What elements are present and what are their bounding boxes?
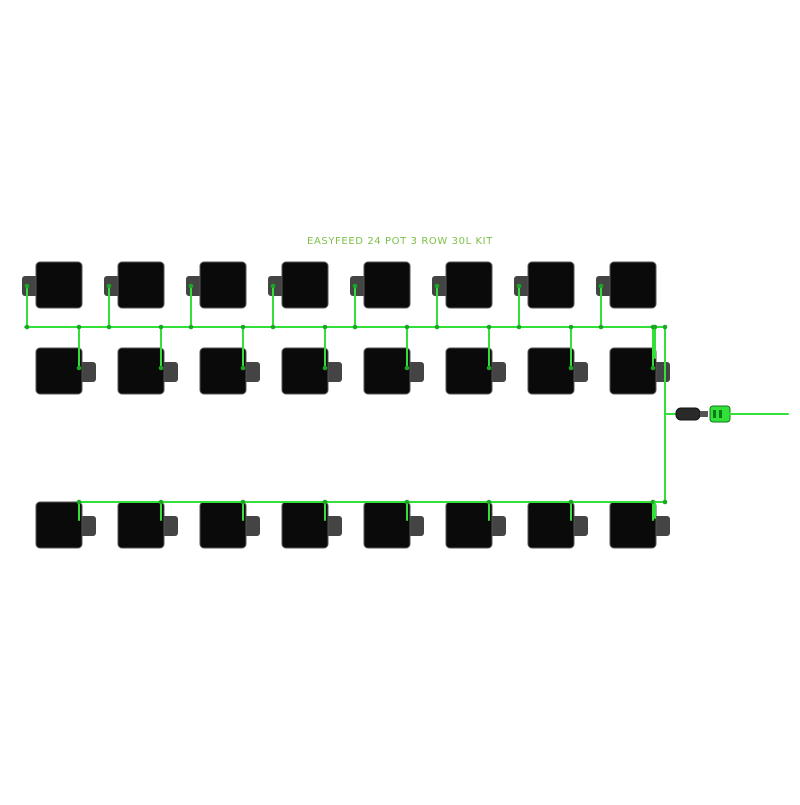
feed-valve-icon	[598, 283, 604, 289]
feed-valve-icon	[106, 283, 112, 289]
pot-body	[117, 261, 165, 309]
tap-connector-rib	[719, 410, 722, 418]
pot-icon	[445, 501, 506, 549]
pot-icon	[514, 261, 575, 309]
pot-body	[445, 501, 493, 549]
pot-body	[527, 347, 575, 395]
feed-valve-icon	[404, 499, 410, 505]
feed-valve-icon	[158, 499, 164, 505]
feed-valve-icon	[322, 499, 328, 505]
pot-icon	[35, 501, 96, 549]
pot-body	[609, 501, 657, 549]
pot-icon	[199, 501, 260, 549]
pot-body	[117, 501, 165, 549]
pot-icon	[596, 261, 657, 309]
feed-valve-icon	[76, 324, 82, 330]
pot-icon	[104, 261, 165, 309]
feed-valve-icon	[270, 283, 276, 289]
feed-valve-icon	[322, 365, 328, 371]
pot-body	[363, 501, 411, 549]
feed-valve-icon	[188, 283, 194, 289]
pot-icon	[268, 261, 329, 309]
feed-valve-icon	[404, 365, 410, 371]
pot-icon	[363, 347, 424, 395]
pot-icon	[22, 261, 83, 309]
pot-icon	[432, 261, 493, 309]
pot-icon	[35, 347, 96, 395]
hose-connector-icon	[675, 407, 701, 421]
feed-valve-icon	[158, 324, 164, 330]
pot-icon	[186, 261, 247, 309]
feed-valve-icon	[486, 499, 492, 505]
pot-icon	[350, 261, 411, 309]
pot-body	[609, 261, 657, 309]
pot-icon	[363, 501, 424, 549]
pot-icon	[117, 501, 178, 549]
feed-valve-icon	[516, 283, 522, 289]
feed-valve-icon	[352, 324, 358, 330]
feed-valve-icon	[76, 365, 82, 371]
feed-valve-icon	[434, 283, 440, 289]
pot-body	[281, 261, 329, 309]
feed-valve-icon	[516, 324, 522, 330]
feed-valve-icon	[322, 324, 328, 330]
feed-valve-icon	[568, 324, 574, 330]
pot-body	[199, 501, 247, 549]
feed-valve-icon	[486, 324, 492, 330]
feed-valve-icon	[662, 499, 668, 505]
feed-valve-icon	[76, 499, 82, 505]
pot-icon	[445, 347, 506, 395]
feed-valve-icon	[240, 324, 246, 330]
feed-valve-icon	[240, 365, 246, 371]
feed-valve-icon	[158, 365, 164, 371]
pot-body	[35, 501, 83, 549]
feed-valve-icon	[652, 324, 658, 330]
pot-body	[609, 347, 657, 395]
pot-body	[527, 501, 575, 549]
pot-body	[35, 261, 83, 309]
pot-icon	[609, 501, 670, 549]
feed-valve-icon	[188, 324, 194, 330]
feed-valve-icon	[24, 283, 30, 289]
feed-valve-icon	[352, 283, 358, 289]
pot-icon	[281, 501, 342, 549]
pot-body	[527, 261, 575, 309]
feed-valve-icon	[240, 499, 246, 505]
feed-valve-icon	[662, 324, 668, 330]
pot-body	[199, 261, 247, 309]
pot-icon	[527, 501, 588, 549]
pot-body	[117, 347, 165, 395]
pot-body	[445, 347, 493, 395]
feed-valve-icon	[106, 324, 112, 330]
feed-valve-icon	[568, 365, 574, 371]
feed-valve-icon	[568, 499, 574, 505]
pot-body	[445, 261, 493, 309]
pot-body	[363, 347, 411, 395]
pot-body	[199, 347, 247, 395]
feed-valve-icon	[650, 365, 656, 371]
pot-body	[281, 501, 329, 549]
pot-icon	[609, 347, 670, 395]
tap-connector-rib	[713, 410, 716, 418]
pot-icon	[199, 347, 260, 395]
pot-body	[281, 347, 329, 395]
pot-body	[35, 347, 83, 395]
pot-body	[363, 261, 411, 309]
feed-valve-icon	[270, 324, 276, 330]
pot-icon	[281, 347, 342, 395]
feed-valve-icon	[24, 324, 30, 330]
pot-icon	[117, 347, 178, 395]
feed-valve-icon	[434, 324, 440, 330]
feed-valve-icon	[486, 365, 492, 371]
hose-connector-nut	[700, 411, 708, 417]
pot-icon	[527, 347, 588, 395]
feed-valve-icon	[598, 324, 604, 330]
feed-valve-icon	[404, 324, 410, 330]
diagram-title: EASYFEED 24 POT 3 ROW 30L KIT	[307, 236, 493, 247]
